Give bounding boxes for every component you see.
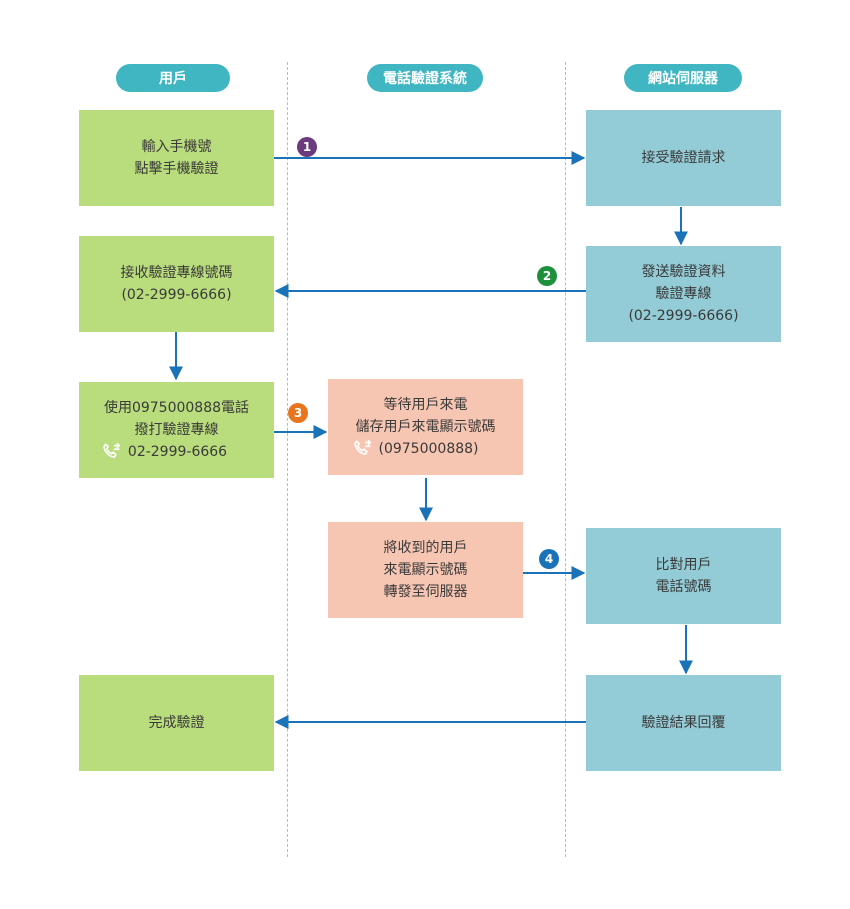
box-server-accept-request: 接受驗證請求 — [586, 110, 781, 206]
box-user-dial: 使用0975000888電話 撥打驗證專線 02-2999-6666 — [79, 382, 274, 478]
box-line: 將收到的用戶 — [383, 540, 468, 556]
box-line: 02-2999-6666 — [127, 444, 228, 460]
lane-header-user: 用戶 — [116, 64, 230, 92]
box-line: (0975000888) — [378, 441, 479, 457]
step-badge-4: 4 — [539, 549, 559, 569]
box-line: 完成驗證 — [148, 715, 205, 731]
box-line: 等待用戶來電 — [383, 397, 468, 413]
box-line: 輸入手機號 — [141, 139, 212, 155]
box-user-receive-line: 接收驗證專線號碼 (02-2999-6666) — [79, 236, 274, 332]
step-badge-2: 2 — [537, 266, 557, 286]
box-line: 發送驗證資料 — [641, 264, 726, 280]
box-server-compare: 比對用戶 電話號碼 — [586, 528, 781, 624]
box-line: (02-2999-6666) — [121, 287, 232, 303]
step-badge-3: 3 — [288, 403, 308, 423]
box-line: 點擊手機驗證 — [134, 161, 219, 177]
box-line: 接受驗證請求 — [641, 150, 726, 166]
box-server-send-data: 發送驗證資料 驗證專線 (02-2999-6666) — [586, 246, 781, 342]
box-line: 撥打驗證專線 — [134, 422, 219, 438]
box-user-input-phone: 輸入手機號 點擊手機驗證 — [79, 110, 274, 206]
phone-row: 02-2999-6666 — [100, 441, 227, 463]
box-system-forward: 將收到的用戶 來電顯示號碼 轉發至伺服器 — [328, 522, 523, 618]
lane-divider-left — [287, 62, 288, 857]
box-line: 驗證專線 — [655, 286, 712, 302]
box-line: (02-2999-6666) — [628, 308, 739, 324]
lane-header-phone-system: 電話驗證系統 — [367, 64, 483, 92]
step-badge-1: 1 — [297, 137, 317, 157]
lane-divider-right — [565, 62, 566, 857]
box-line: 驗證結果回覆 — [641, 715, 726, 731]
phone-call-icon — [353, 439, 371, 455]
box-line: 接收驗證專線號碼 — [120, 265, 233, 281]
box-line: 使用0975000888電話 — [103, 400, 250, 416]
box-user-complete: 完成驗證 — [79, 675, 274, 771]
phone-call-icon — [103, 442, 120, 458]
phone-row: (0975000888) — [351, 438, 479, 460]
box-line: 電話號碼 — [655, 579, 712, 595]
box-line: 儲存用戶來電顯示號碼 — [355, 419, 496, 435]
box-line: 來電顯示號碼 — [383, 562, 468, 578]
box-system-wait-call: 等待用戶來電 儲存用戶來電顯示號碼 (0975000888) — [328, 379, 523, 475]
box-line: 轉發至伺服器 — [383, 584, 468, 600]
box-line: 比對用戶 — [655, 557, 712, 573]
box-server-reply: 驗證結果回覆 — [586, 675, 781, 771]
lane-header-server: 網站伺服器 — [624, 64, 742, 92]
